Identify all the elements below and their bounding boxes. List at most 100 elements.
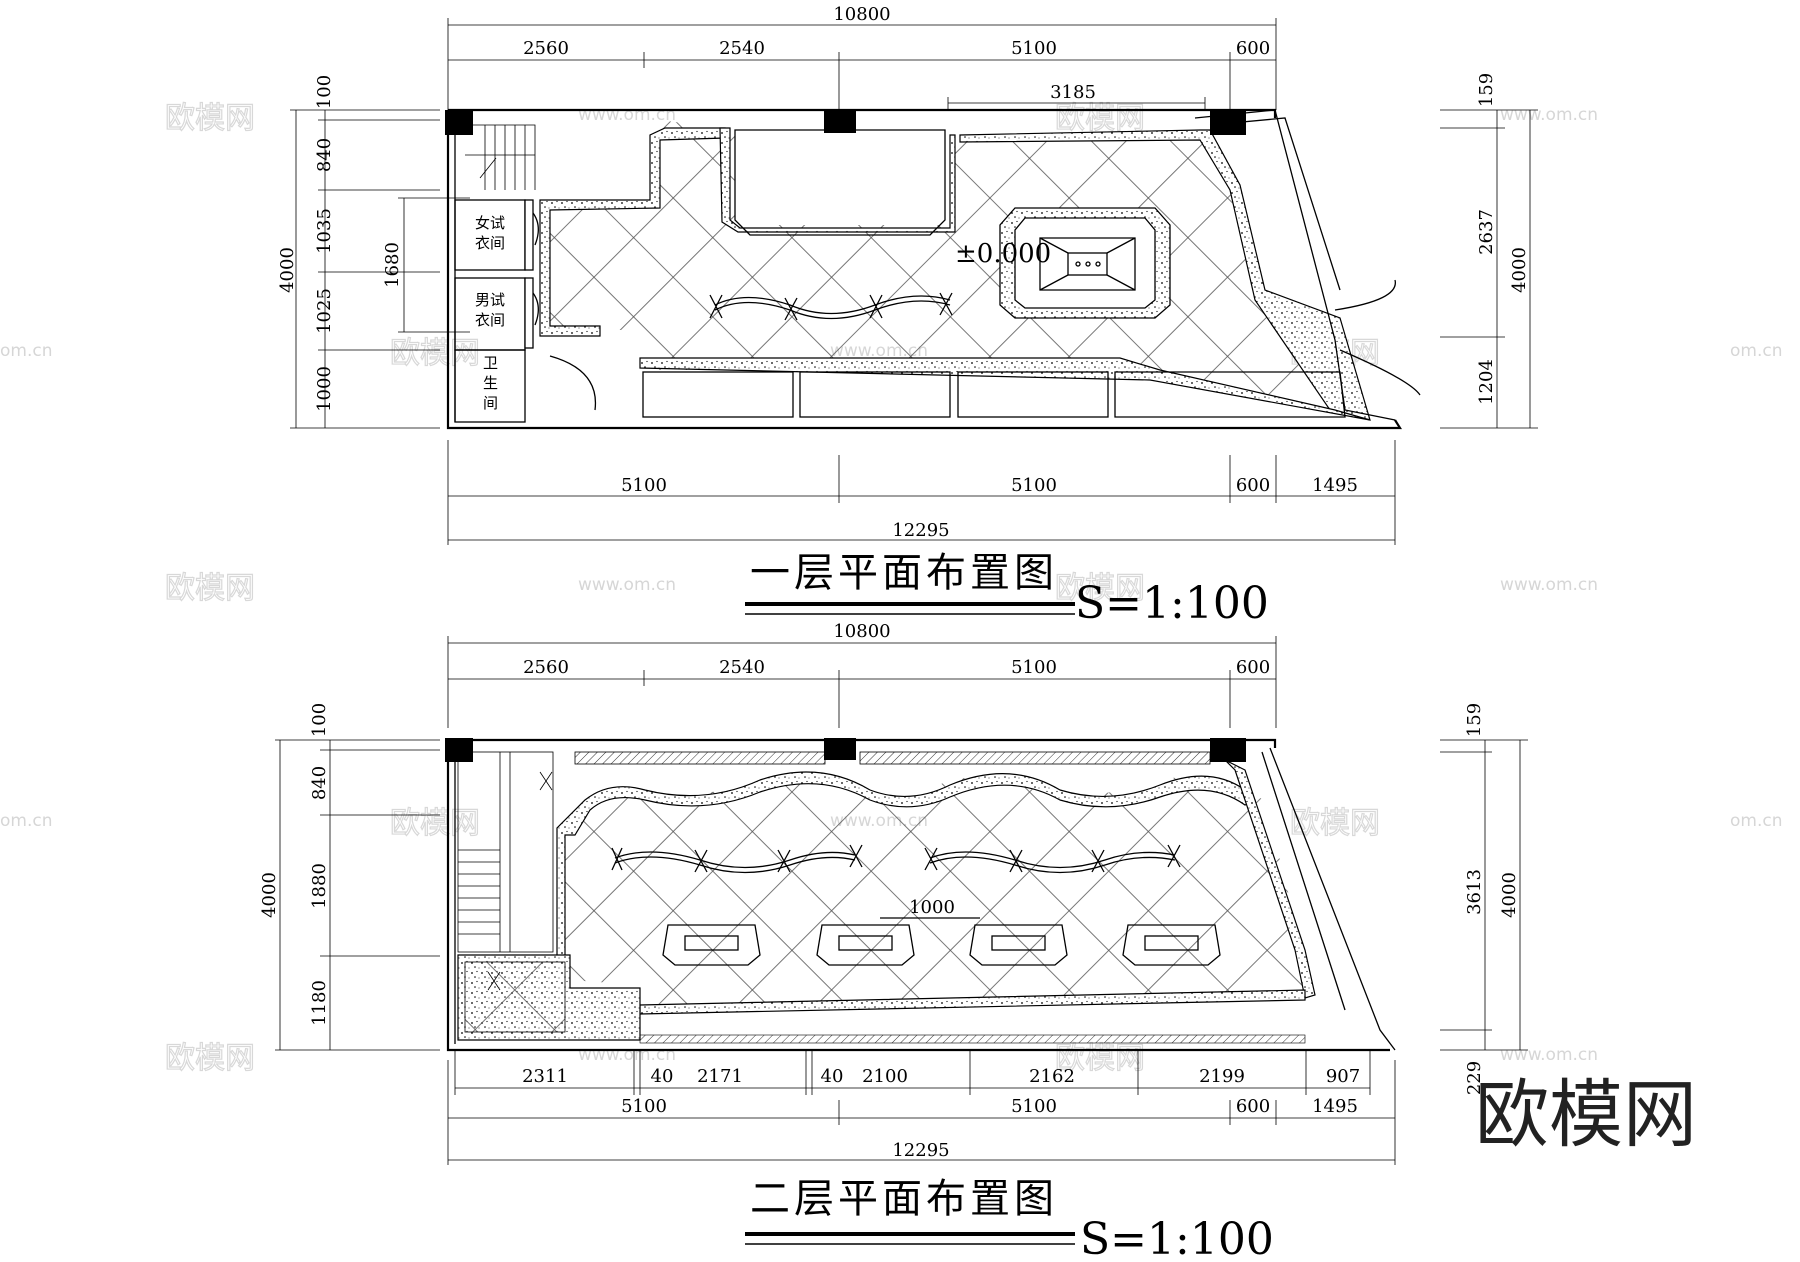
watermark-brand: 欧模网 [165, 1041, 255, 1076]
plan-2-dim-left: 840 [309, 766, 330, 800]
plan-2-railing [574, 751, 826, 765]
plan-2-right-dims [1440, 739, 1528, 1051]
plan-2-column [445, 738, 473, 762]
plan-2-second-floor: 10800 2560 2540 5100 600 100 840 1880 11… [259, 621, 1528, 1262]
plan-2-granite-border [556, 771, 1257, 961]
plan-1-left-dims [290, 109, 470, 429]
plan-2-display-tables [662, 917, 1221, 966]
watermark-url: www.om.cn [1500, 105, 1598, 125]
plan-2-scale: S=1:100 [1080, 1214, 1274, 1262]
plan-2-dim-bottom: 1495 [1312, 1096, 1358, 1117]
plan-2-dim-bottom-detail: 2171 [697, 1066, 743, 1087]
plan-2-dim-bottom-total: 12295 [892, 1140, 949, 1161]
plan-2-dim-bottom: 5100 [621, 1096, 667, 1117]
plan-2-left-dims [275, 739, 440, 1051]
watermark-brand: 欧模网 [1055, 101, 1145, 136]
watermark-brand: 欧模网 [1290, 806, 1380, 841]
plan-2-dim-right: 159 [1464, 703, 1485, 737]
plan-2-facade [1269, 747, 1396, 1051]
plan-1-dim-bottom: 1495 [1312, 475, 1358, 496]
plan-1-dim-right: 2637 [1476, 209, 1497, 255]
plan-1-room-men-fitting: 衣间 [475, 311, 505, 329]
plan-1-room-men-fitting: 男试 [475, 291, 505, 309]
plan-2-dim-bottom-detail: 40 [651, 1066, 674, 1087]
plan-1-dim-left: 1000 [314, 366, 335, 412]
plan-1-dim-left: 1035 [314, 208, 335, 254]
watermark-brand: 欧模网 [165, 571, 255, 606]
plan-2-railing [859, 751, 1211, 765]
plan-2-facade-glass [1261, 751, 1346, 1011]
plan-2-dim-top: 2560 [523, 657, 569, 678]
watermark-url-partial: om.cn [1730, 341, 1783, 361]
plan-1-display-islands [734, 129, 1171, 319]
plan-2-dim-left: 1180 [309, 980, 330, 1026]
plan-1-top-dims [447, 18, 1277, 110]
plan-2-dim-total-top: 10800 [833, 621, 890, 642]
plan-1-dim-left-total: 4000 [277, 247, 298, 293]
watermark-brand: 欧模网 [1055, 571, 1145, 606]
plan-2-granite-border [1224, 759, 1316, 999]
plan-1-dim-bottom: 600 [1236, 475, 1270, 496]
plan-2-decor-garland [611, 844, 1181, 874]
plan-1-granite-border [639, 357, 1371, 421]
plan-2-dim-bottom-detail: 2199 [1199, 1066, 1245, 1087]
watermark-url: www.om.cn [1500, 1045, 1598, 1065]
plan-1-room-toilet: 卫 [483, 354, 498, 372]
plan-2-dim-bottom-detail: 2162 [1029, 1066, 1075, 1087]
plan-1-granite-border [719, 127, 956, 233]
plan-2-staircase [457, 751, 554, 991]
plan-1-facade [1194, 109, 1396, 421]
plan-1-column [824, 110, 856, 133]
plan-1-dim-left: 100 [314, 75, 335, 109]
plan-1-dim-inner: 3185 [1050, 82, 1096, 103]
plan-2-dim-bottom-detail: 907 [1326, 1066, 1360, 1087]
watermark-brand: 欧模网 [1055, 1041, 1145, 1076]
plan-1-right-dims [1440, 109, 1538, 429]
plan-2-landing-tiles [464, 961, 566, 1033]
plan-1-staircase [465, 124, 536, 190]
plan-2-railing [639, 1034, 1306, 1044]
plan-2-dim-right: 3613 [1464, 869, 1485, 915]
plan-2-dim-top: 600 [1236, 657, 1270, 678]
plan-1-dim-bottom-total: 12295 [892, 520, 949, 541]
plan-1-dim-top: 600 [1236, 38, 1270, 59]
plan-1-dim-left: 840 [314, 138, 335, 172]
watermark-url-partial: om.cn [1730, 811, 1783, 831]
plan-1-first-floor: 10800 2560 2540 5100 600 3185 100 840 10… [277, 4, 1538, 629]
plan-1-dim-bottom: 5100 [621, 475, 667, 496]
plan-1-dim-left-inner: 1680 [382, 242, 403, 288]
watermark-url-partial: om.cn [0, 341, 53, 361]
plan-2-dim-right-total: 4000 [1499, 872, 1520, 918]
plan-1-dim-right: 159 [1476, 73, 1497, 107]
watermark-brand: 欧模网 [390, 336, 480, 371]
plan-2-dim-top: 5100 [1011, 657, 1057, 678]
watermark-brand: 欧模网 [165, 101, 255, 136]
plan-2-dim-left-total: 4000 [259, 872, 280, 918]
plan-1-fitting-rooms [454, 199, 597, 423]
plan-1-scale: S=1:100 [1075, 578, 1269, 629]
plan-1-room-women-fitting: 女试 [475, 214, 505, 232]
brand-logo: 欧模网 [1475, 1072, 1697, 1158]
plan-1-dim-right-total: 4000 [1509, 247, 1530, 293]
plan-1-decor-garland [709, 292, 953, 321]
watermark-url-partial: om.cn [0, 811, 53, 831]
plan-2-dim-left: 100 [309, 703, 330, 737]
plan-1-floor-tiles [540, 120, 1370, 420]
plan-1-room-toilet: 间 [483, 394, 498, 412]
plan-1-dim-top: 2540 [719, 38, 765, 59]
plan-1-column [1210, 110, 1246, 135]
plan-1-dim-total-top: 10800 [833, 4, 890, 25]
plan-1-entrance-doors [1334, 279, 1421, 396]
plan-1-granite-border [539, 127, 726, 337]
plan-1-dim-bottom: 5100 [1011, 475, 1057, 496]
plan-2-dim-bottom: 600 [1236, 1096, 1270, 1117]
watermark-url: www.om.cn [578, 1045, 676, 1065]
watermarks: 欧模网 www.om.cn 欧模网 www.om.cn om.cn 欧模网 ww… [0, 100, 1783, 1076]
plan-1-dim-left: 1025 [314, 288, 335, 334]
plan-2-dim-bottom-detail: 2100 [862, 1066, 908, 1087]
plan-1-dim-top: 2560 [523, 38, 569, 59]
plan-2-column [1210, 738, 1246, 762]
plan-2-dim-right: 229 [1464, 1061, 1485, 1095]
plan-2-top-dims [447, 636, 1277, 728]
